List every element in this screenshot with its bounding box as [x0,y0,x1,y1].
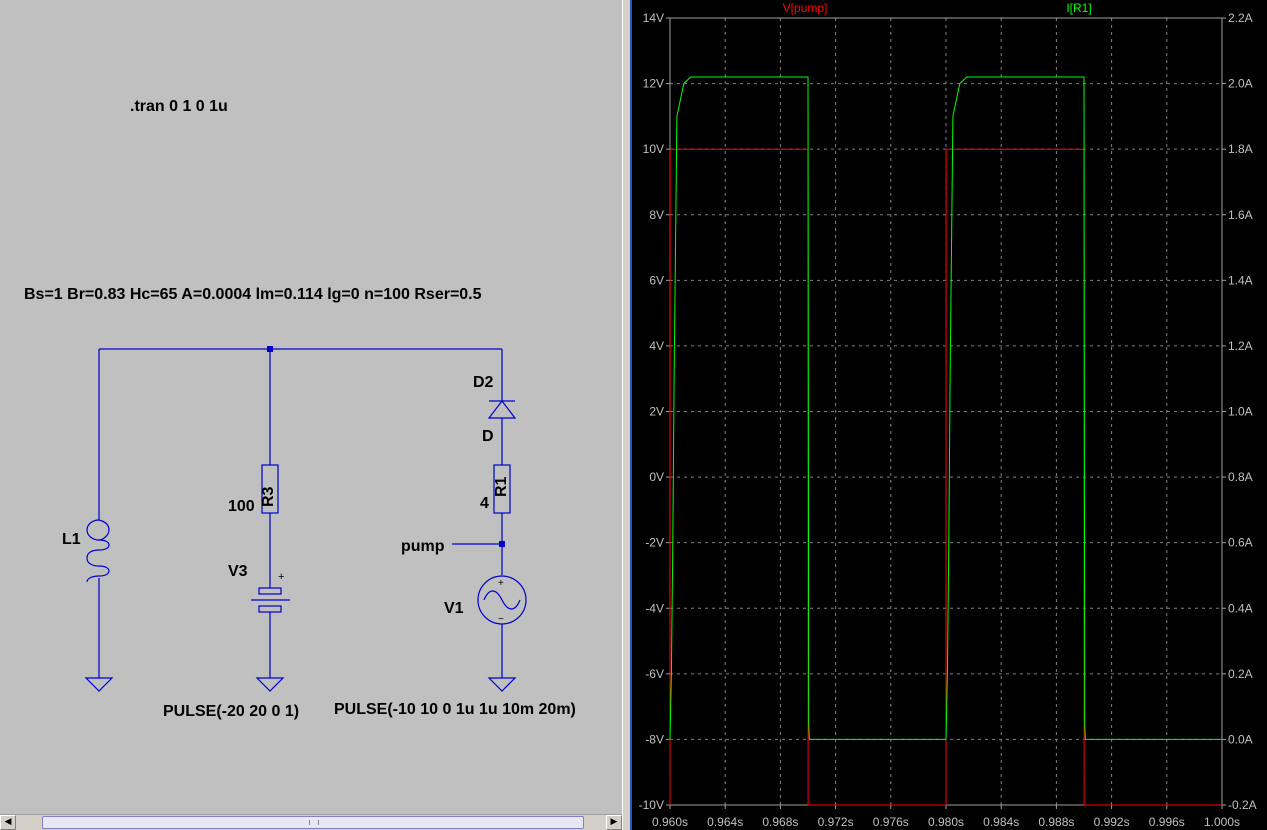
y-tick-label-left: 4V [649,339,664,353]
y-tick-label-left: 12V [643,77,664,91]
label-v3[interactable]: V3 [228,563,248,580]
voltage-source-v1-plus: + [498,578,504,589]
y-tick-label-right: 0.4A [1228,601,1253,615]
label-r3[interactable]: R3 [260,486,277,507]
inductor-l1-coil-turn [98,519,110,541]
scroll-left-button[interactable]: ◀ [0,815,16,830]
waveform-plot[interactable]: 0.960s 0.964s 0.968s 0.972s 0.976s 0.980s 0.98… [632,0,1267,830]
label-r1[interactable]: R1 [493,476,510,497]
chevron-left-icon: ◀ [4,817,12,827]
trace-label-v-pump[interactable]: V[pump] [783,1,828,15]
waveform-viewer[interactable]: 0.960s 0.964s 0.968s 0.972s 0.976s 0.980s 0.98… [632,0,1267,830]
y-tick-label-left: 2V [649,405,664,419]
pane-splitter[interactable] [622,0,632,830]
y-tick-label-right: 2.0A [1228,77,1253,91]
y-tick-label-right: -0.2A [1228,798,1257,812]
y-tick-label-left: -2V [645,536,664,550]
junction-dot-pump [499,541,505,547]
voltage-source-v1-minus: − [498,614,504,625]
y-tick-label-right: 0.6A [1228,536,1253,550]
y-tick-label-right: 1.2A [1228,339,1253,353]
scroll-thumb[interactable] [42,816,584,829]
plot-traces [669,76,1222,806]
x-tick-label: 0.984s [983,815,1019,829]
ground-symbol-l1 [84,677,114,692]
value-v1[interactable]: PULSE(-10 10 0 1u 1u 10m 20m) [334,701,576,718]
y-tick-label-left: 8V [649,208,664,222]
inductor-core-parameters[interactable]: Bs=1 Br=0.83 Hc=65 A=0.0004 lm=0.114 lg=… [24,286,482,303]
x-tick-label: 0.964s [707,815,743,829]
plot-axes: 0.960s 0.964s 0.968s 0.972s 0.976s 0.980s 0.98… [639,11,1257,829]
schematic-canvas[interactable]: .tran 0 1 0 1u Bs=1 Br=0.83 Hc=65 A=0.00… [0,0,622,814]
x-tick-label: 0.976s [873,815,909,829]
y-tick-label-right: 0.2A [1228,667,1253,681]
grip-icon [309,820,319,825]
value-r1[interactable]: 4 [480,495,489,512]
y-tick-label-left: 0V [649,470,664,484]
battery-v3-plate-top[interactable] [258,587,282,595]
trace-i-r1-[interactable] [669,76,1222,740]
y-tick-label-left: 6V [649,273,664,287]
x-tick-label: 0.968s [762,815,798,829]
ground-symbol-v1 [487,677,517,692]
trace-label-i-r1[interactable]: I[R1] [1066,1,1091,15]
y-tick-label-left: -10V [639,798,664,812]
ground-symbol-v3 [255,677,285,692]
battery-v3-plate-bottom [258,605,282,613]
value-r3[interactable]: 100 [228,498,255,515]
y-tick-label-left: -6V [645,667,664,681]
horizontal-scrollbar[interactable]: ◀ ▶ [0,814,622,830]
sine-wave-icon [483,590,521,610]
scroll-right-button[interactable]: ▶ [606,815,622,830]
x-tick-label: 1.000s [1204,815,1240,829]
net-label-pump[interactable]: pump [401,538,445,555]
y-tick-label-left: 14V [643,11,664,25]
y-tick-label-right: 1.0A [1228,405,1253,419]
x-tick-label: 0.992s [1094,815,1130,829]
diode-d2[interactable] [487,400,517,419]
y-tick-label-right: 0.0A [1228,732,1253,746]
battery-v3-plus-sign: + [278,571,284,583]
label-l1[interactable]: L1 [62,531,81,548]
x-tick-label: 0.980s [928,815,964,829]
x-tick-label: 0.972s [818,815,854,829]
chevron-right-icon: ▶ [610,817,618,827]
y-tick-label-left: 10V [643,142,664,156]
y-tick-label-left: -8V [645,732,664,746]
value-d2[interactable]: D [482,428,494,445]
label-v1[interactable]: V1 [444,600,464,617]
y-tick-label-right: 1.8A [1228,142,1253,156]
y-tick-label-right: 2.2A [1228,11,1253,25]
x-tick-label: 0.996s [1149,815,1185,829]
label-d2[interactable]: D2 [473,374,494,391]
spice-directive-tran[interactable]: .tran 0 1 0 1u [130,98,228,115]
inductor-l1-coil[interactable] [86,519,110,583]
y-tick-label-right: 0.8A [1228,470,1253,484]
schematic-editor[interactable]: .tran 0 1 0 1u Bs=1 Br=0.83 Hc=65 A=0.00… [0,0,622,830]
y-tick-label-left: -4V [645,601,664,615]
x-tick-label: 0.960s [652,815,688,829]
y-tick-label-right: 1.4A [1228,273,1253,287]
x-tick-label: 0.988s [1038,815,1074,829]
value-v3[interactable]: PULSE(-20 20 0 1) [163,703,299,720]
y-tick-label-right: 1.6A [1228,208,1253,222]
